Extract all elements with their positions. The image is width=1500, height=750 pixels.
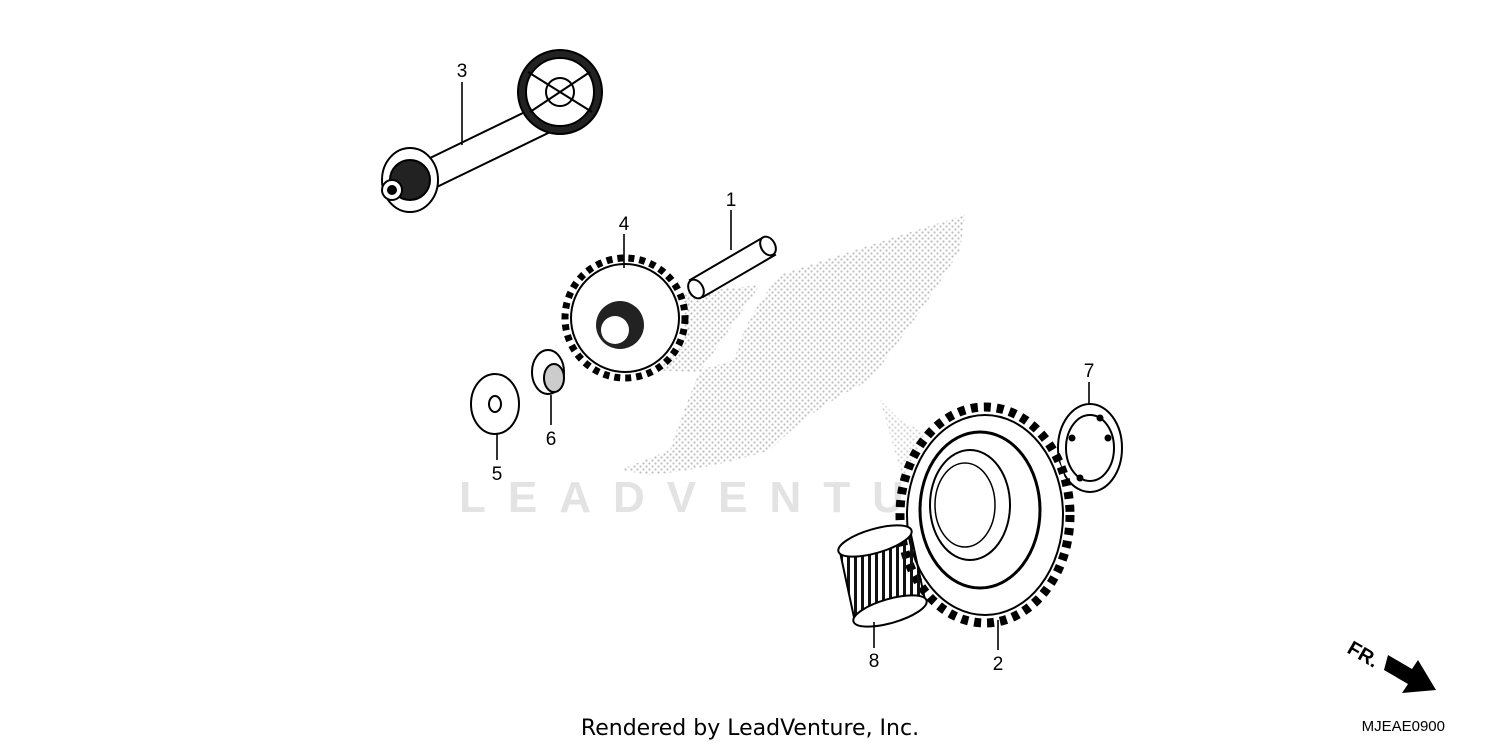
diagram-code: MJEAE0900 xyxy=(1361,718,1445,735)
callout-7: 7 xyxy=(1084,361,1095,382)
callout-6: 6 xyxy=(546,429,557,450)
callout-1: 1 xyxy=(726,190,737,211)
needle-bearing xyxy=(837,524,928,628)
front-label: FR. xyxy=(1344,637,1383,672)
collar xyxy=(531,349,565,395)
leader-lines xyxy=(461,82,1090,650)
footer-credit: Rendered by LeadVenture, Inc. xyxy=(580,716,920,741)
front-direction-indicator: FR. xyxy=(1344,637,1436,693)
callout-3: 3 xyxy=(457,61,468,82)
pin xyxy=(687,235,777,300)
callout-8: 8 xyxy=(869,651,880,672)
idle-gear xyxy=(561,254,689,382)
shaft-gear-assembly xyxy=(381,49,603,213)
callout-5: 5 xyxy=(492,464,503,485)
front-arrow-icon xyxy=(1384,655,1436,693)
callout-2: 2 xyxy=(993,654,1004,675)
plate xyxy=(1057,403,1123,493)
washer xyxy=(470,373,520,435)
callout-4: 4 xyxy=(619,214,630,235)
large-gear xyxy=(895,402,1075,628)
